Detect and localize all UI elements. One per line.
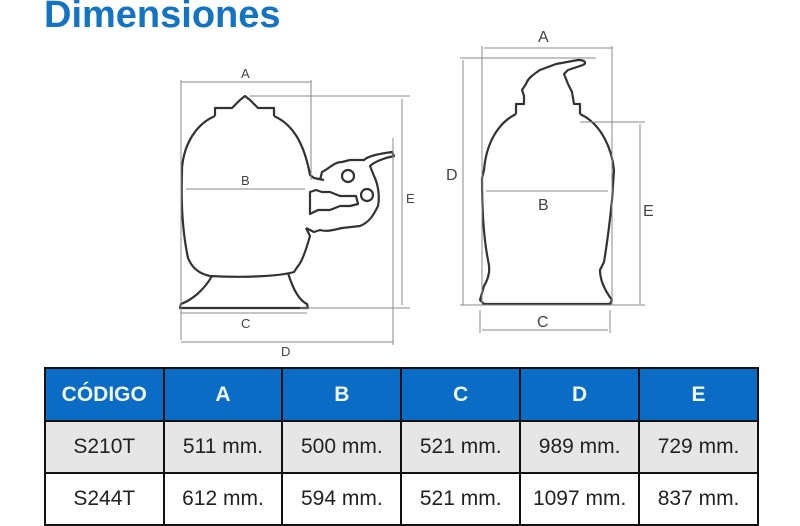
side-view-labels: A B C D E [241,66,415,359]
dim-label-a: A [241,66,250,81]
cell-a: 612 mm. [162,472,284,526]
page-title: Dimensiones [44,0,281,36]
table-header-row: CÓDIGO A B C D E [44,367,759,422]
cell-e: 729 mm. [638,420,759,474]
cell-e: 837 mm. [638,472,759,526]
header-codigo: CÓDIGO [44,367,165,422]
dim-label-a-top: A [538,29,549,46]
header-e: E [638,367,759,422]
cell-d: 989 mm. [519,420,641,474]
dim-label-d: D [281,344,290,359]
cell-b: 500 mm. [281,420,403,474]
side-view-dimension-lines [180,80,410,345]
header-d: D [519,367,641,422]
side-mount-filter-drawing [178,94,396,310]
table-row: S244T 612 mm. 594 mm. 521 mm. 1097 mm. 8… [44,472,759,526]
cell-codigo: S244T [44,472,165,526]
cell-a: 511 mm. [162,420,284,474]
dim-label-b-top: B [538,197,549,214]
cell-b: 594 mm. [281,472,403,526]
dimensions-table: CÓDIGO A B C D E S210T 511 mm. 500 mm. 5… [44,367,759,526]
cell-c: 521 mm. [400,472,522,526]
cell-codigo: S210T [44,420,165,474]
header-b: B [281,367,403,422]
dim-label-c-top: C [537,314,549,331]
table-row: S210T 511 mm. 500 mm. 521 mm. 989 mm. 72… [44,420,759,474]
header-c: C [400,367,522,422]
dim-label-c: C [241,316,250,331]
cell-c: 521 mm. [400,420,522,474]
dim-label-e-top: E [643,203,654,220]
cell-d: 1097 mm. [519,472,641,526]
dimensions-diagram: A B C D E A B C D E [178,29,654,359]
top-view-labels: A B C D E [446,29,654,331]
dim-label-b: B [241,173,250,188]
top-mount-filter-drawing [478,58,616,306]
top-view-dimension-lines [460,46,645,333]
dim-label-d-top: D [446,167,458,184]
dim-label-e: E [406,191,415,206]
header-a: A [162,367,284,422]
